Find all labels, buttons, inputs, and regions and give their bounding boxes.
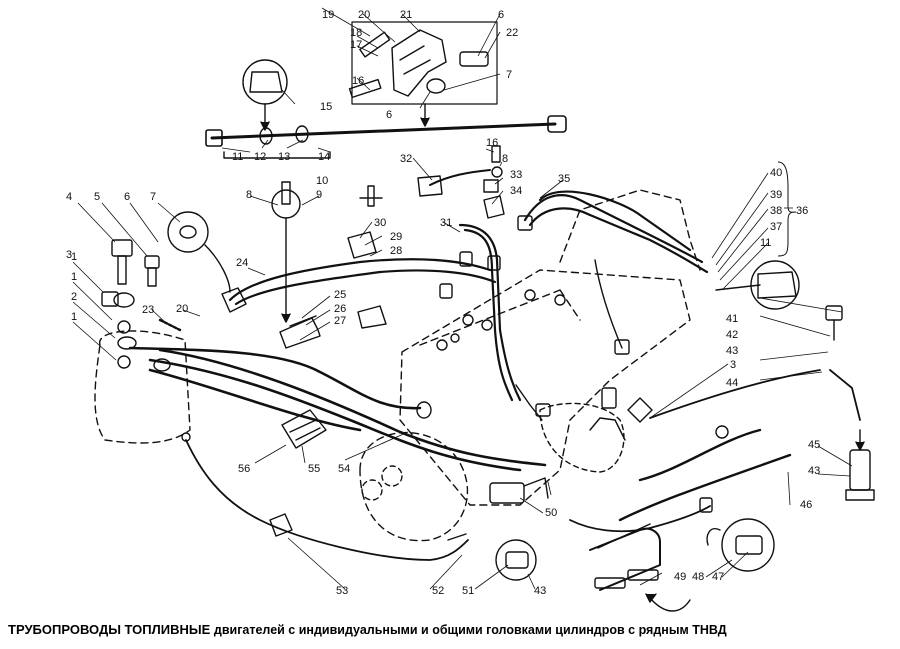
callout-43: 43 xyxy=(534,585,546,597)
inset-bolt xyxy=(359,31,391,58)
callout-54: 54 xyxy=(338,463,350,475)
callout-1: 1 xyxy=(71,271,77,283)
callout-49: 49 xyxy=(674,571,686,583)
callout-9: 9 xyxy=(316,189,322,201)
callout-31: 31 xyxy=(440,217,452,229)
callout-33: 33 xyxy=(510,169,522,181)
fitting-50 xyxy=(489,482,525,504)
callout-13: 13 xyxy=(278,151,290,163)
callout-17: 17 xyxy=(350,39,362,51)
banjo-fitting-20 xyxy=(221,287,247,313)
callout-53: 53 xyxy=(336,585,348,597)
callout-44: 44 xyxy=(726,377,738,389)
callout-6: 6 xyxy=(498,9,504,21)
callout-26: 26 xyxy=(334,303,346,315)
callout-12: 12 xyxy=(254,151,266,163)
callout-7: 7 xyxy=(506,69,512,81)
callout-45: 45 xyxy=(808,439,820,451)
callout-7: 7 xyxy=(150,191,156,203)
pipe-32 xyxy=(429,169,491,186)
drain-hose-46 xyxy=(638,428,762,482)
callout-24: 24 xyxy=(236,257,248,269)
callout-2: 2 xyxy=(71,291,77,303)
callout-11: 11 xyxy=(232,151,243,163)
callout-37: 37 xyxy=(770,221,782,233)
callout-16: 16 xyxy=(486,137,498,149)
callout-14: 14 xyxy=(318,151,330,163)
callout-20: 20 xyxy=(176,303,188,315)
filter-housing xyxy=(94,330,191,444)
callout-46: 46 xyxy=(800,499,812,511)
fuel-pipe-24 xyxy=(228,258,492,302)
nut-magnifier xyxy=(750,260,800,310)
callout-50: 50 xyxy=(545,507,557,519)
callout-3: 3 xyxy=(730,359,736,371)
callout-1: 1 xyxy=(71,251,77,263)
caption-title: ТРУБОПРОВОДЫ ТОПЛИВНЫЕ xyxy=(8,622,211,637)
callout-23: 23 xyxy=(142,304,154,316)
callout-8: 8 xyxy=(246,189,252,201)
top-fuel-pipe xyxy=(210,122,557,140)
callout-47: 47 xyxy=(712,571,724,583)
inset-bracket xyxy=(391,29,447,97)
callout-3: 3 xyxy=(66,249,72,261)
callout-40: 40 xyxy=(770,167,782,179)
fuel-line-main-2 xyxy=(148,358,522,472)
callout-15: 15 xyxy=(320,101,332,113)
callout-56: 56 xyxy=(238,463,250,475)
callout-51: 51 xyxy=(462,585,474,597)
callout-5: 5 xyxy=(94,191,100,203)
fitting-51-magnifier xyxy=(495,539,537,581)
callout-38: 38 xyxy=(770,205,782,217)
callout-6: 6 xyxy=(124,191,130,203)
callout-27: 27 xyxy=(334,315,346,327)
return-line-52 xyxy=(185,439,469,561)
flywheel-housing xyxy=(359,431,469,542)
callout-48: 48 xyxy=(692,571,704,583)
callout-36: 36 xyxy=(796,205,808,217)
bolt-45 xyxy=(849,449,871,491)
callout-25: 25 xyxy=(334,289,346,301)
fuel-line-main-1 xyxy=(128,346,422,410)
banjo-bolt-4 xyxy=(111,239,133,257)
callout-43: 43 xyxy=(808,465,820,477)
engine-block-outline xyxy=(399,269,691,506)
callout-22: 22 xyxy=(506,27,518,39)
callout-43: 43 xyxy=(726,345,738,357)
callout-16: 16 xyxy=(352,75,364,87)
injector-line-35 xyxy=(523,194,704,264)
callout-41: 41 xyxy=(726,313,738,325)
callout-1: 1 xyxy=(71,311,77,323)
caption-subtitle: двигателей с индивидуальными и общими го… xyxy=(213,623,727,637)
callout-29: 29 xyxy=(390,231,402,243)
figure-caption: ТРУБОПРОВОДЫ ТОПЛИВНЫЕ двигателей с инди… xyxy=(8,622,892,637)
callout-55: 55 xyxy=(308,463,320,475)
callout-11: 11 xyxy=(760,237,771,249)
callout-42: 42 xyxy=(726,329,738,341)
fitting-47-magnifier xyxy=(721,518,775,572)
callout-21: 21 xyxy=(400,9,412,21)
inset-fitting xyxy=(459,51,489,67)
callout-6: 6 xyxy=(386,109,392,121)
callout-28: 28 xyxy=(390,245,402,257)
callout-30: 30 xyxy=(374,217,386,229)
callout-4: 4 xyxy=(66,191,72,203)
callout-52: 52 xyxy=(432,585,444,597)
callout-32: 32 xyxy=(400,153,412,165)
callout-18: 18 xyxy=(350,27,362,39)
callout-19: 19 xyxy=(322,9,334,21)
callout-20: 20 xyxy=(358,9,370,21)
callout-34: 34 xyxy=(510,185,522,197)
callout-35: 35 xyxy=(558,173,570,185)
callout-39: 39 xyxy=(770,189,782,201)
callout-10: 10 xyxy=(316,175,328,187)
drain-line-44 xyxy=(649,369,821,419)
callout-8: 8 xyxy=(502,153,508,165)
bracket-55 xyxy=(281,409,327,449)
